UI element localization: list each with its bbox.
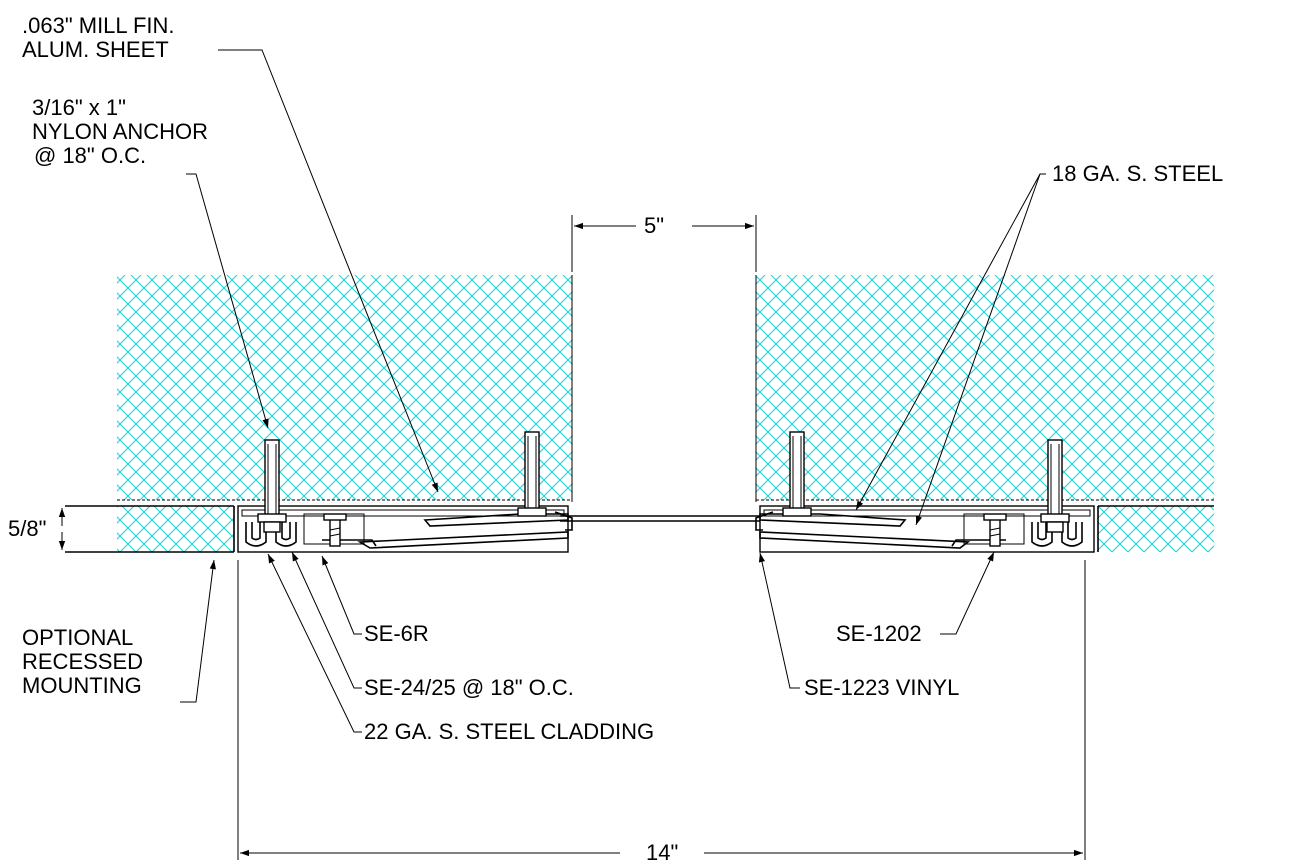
anchor-line-2: NYLON ANCHOR [32,119,209,144]
anchor-callout: 3/16" x 1" NYLON ANCHOR @ 18" O.C. [32,96,208,168]
se6r-callout: SE-6R [364,621,429,646]
gap-dimension [571,215,757,272]
optional-mount-line-2: RECESSED [22,649,144,674]
optional-mount-leader [180,559,216,703]
alum-sheet-leader [218,49,439,493]
right-bolt [983,513,1007,547]
se2425-callout: SE-24/25 @ 18" O.C. [364,675,574,700]
cladding-callout: 22 GA. S. STEEL CLADDING [364,719,655,744]
optional-mount-line-1: OPTIONAL [22,625,134,650]
left-bolt [323,513,347,547]
leader-lines [180,49,1046,733]
cladding-leader [267,553,362,733]
right-plate-anchor [782,431,812,517]
optional-mount-callout: OPTIONAL RECESSED MOUNTING [22,626,143,698]
optional-mount-line-3: MOUNTING [22,673,142,698]
steel-18ga-callout: 18 GA. S. STEEL [1052,161,1224,186]
overall-dimension [237,560,1086,860]
left-vinyl-clip [554,511,573,531]
left-joint-assembly [237,431,573,553]
anchor-line-1: 3/16" x 1" [32,95,126,120]
left-screw-anchor [257,439,287,533]
right-frame-inner [763,509,1091,517]
substrate-hatch [117,275,1214,552]
alum-sheet-line-1: .063" MILL FIN. [22,13,175,38]
anchor-leader [186,173,269,429]
se2425-leader [291,551,362,689]
anchor-line-3: @ 18" O.C. [34,143,147,168]
left-recess-hatch [117,506,234,552]
center-cover-sheet [560,515,768,522]
se1202-leader [940,551,995,635]
right-vinyl-clip [755,511,774,531]
substrate-edges [65,275,1214,553]
right-screw-anchor [1040,439,1070,533]
right-slab-hatch [756,275,1214,500]
left-slab-hatch [117,275,572,500]
alum-sheet-line-2: ALUM. SHEET [22,37,169,62]
alum-sheet-callout: .063" MILL FIN. ALUM. SHEET [22,14,175,62]
se1223-leader [758,552,800,689]
gap-dimension-label: 5" [644,213,665,238]
se6r-leader [321,555,362,635]
right-recess-hatch [1098,506,1214,552]
se1223-callout: SE-1223 VINYL [804,675,960,700]
right-18ga-plate [759,531,971,549]
left-frame-inner [241,509,565,517]
left-plate-anchor [517,431,547,517]
right-joint-assembly [755,431,1095,553]
overall-dimension-label: 14" [646,840,679,865]
se1202-callout: SE-1202 [836,621,922,646]
steel18-leader-b [915,173,1041,526]
left-18ga-plate [357,531,569,549]
depth-dimension-label: 5/8" [8,516,47,541]
